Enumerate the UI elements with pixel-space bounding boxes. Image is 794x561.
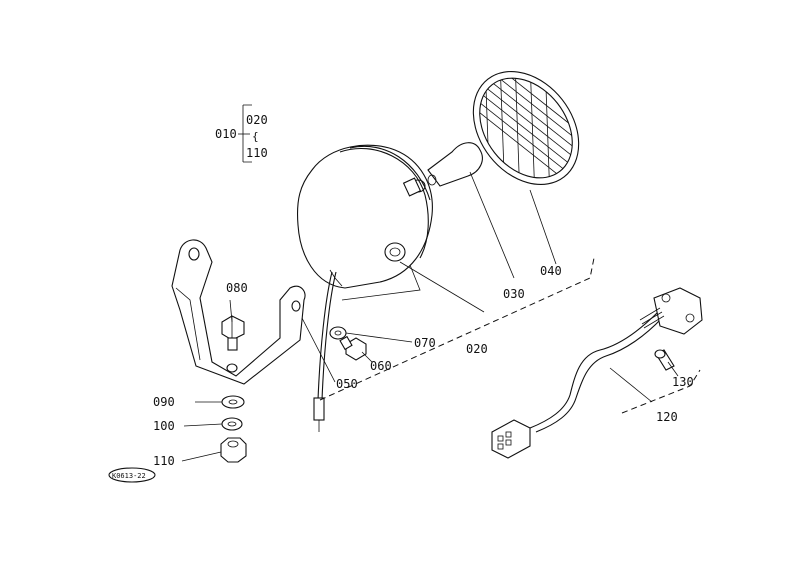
label-020: 020 — [466, 342, 488, 356]
label-130: 130 — [672, 375, 694, 389]
lamp-stay-bracket — [171, 239, 306, 385]
screw-130 — [654, 349, 675, 371]
bolt-060 — [339, 335, 367, 361]
label-090: 090 — [153, 395, 175, 409]
assembly-range-bracket: 010 020 { 110 — [215, 104, 268, 163]
drawing-stamp: K0613-22 — [108, 467, 156, 483]
bolt-080 — [221, 315, 245, 351]
label-110-top: 110 — [246, 146, 268, 160]
washer-070 — [329, 326, 347, 340]
lock-washer-100 — [221, 417, 243, 431]
label-110: 110 — [153, 454, 175, 468]
label-080: 080 — [226, 281, 248, 295]
label-030: 030 — [503, 287, 525, 301]
leader-lines — [181, 171, 679, 462]
bulb — [402, 142, 483, 197]
washer-090 — [221, 395, 245, 409]
group-outline — [319, 257, 701, 414]
label-020-top: 020 — [246, 113, 268, 127]
label-070: 070 — [414, 336, 436, 350]
label-060: 060 — [370, 359, 392, 373]
stamp-text: K0613-22 — [112, 472, 146, 480]
label-050: 050 — [336, 377, 358, 391]
label-120: 120 — [656, 410, 678, 424]
lamp-wire — [313, 271, 337, 432]
lamp-housing — [296, 144, 433, 301]
label-010: 010 — [215, 127, 237, 141]
label-040: 040 — [540, 264, 562, 278]
switch-harness — [491, 287, 703, 459]
nut-110 — [220, 437, 247, 463]
svg-text:{: { — [252, 130, 259, 143]
label-100: 100 — [153, 419, 175, 433]
